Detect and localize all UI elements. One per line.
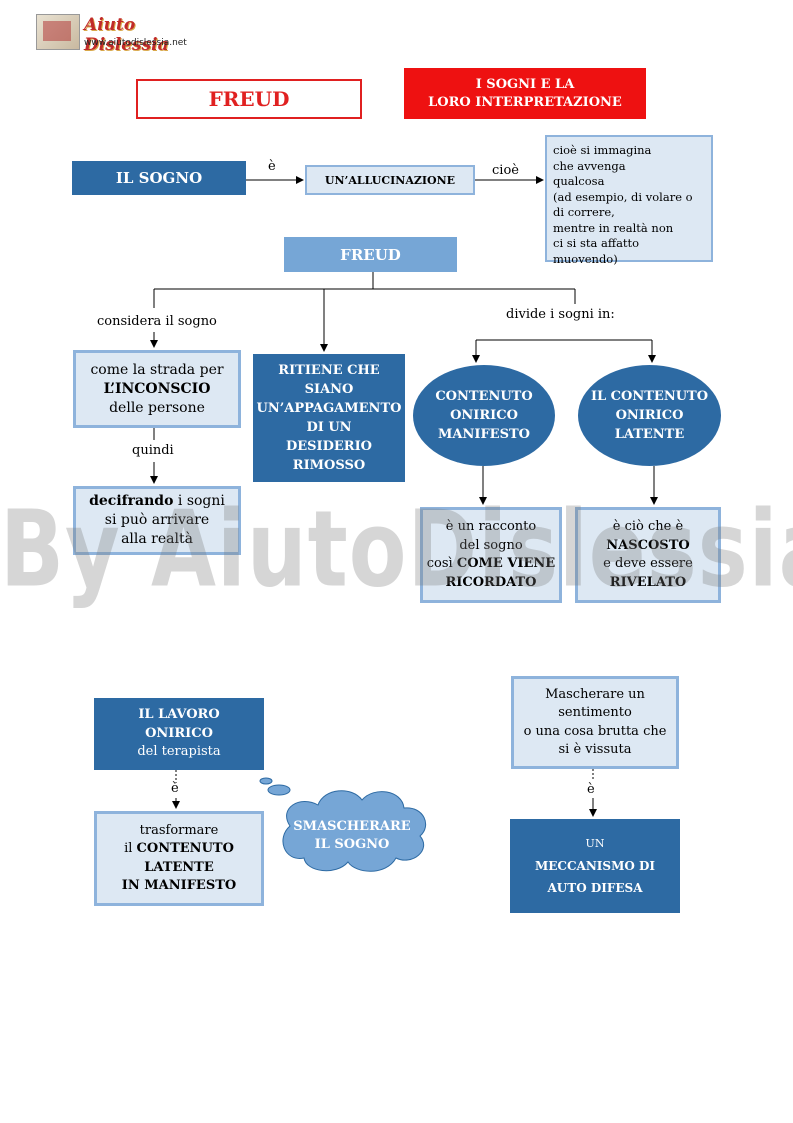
racconto-line-3: così xyxy=(426,556,457,571)
nascosto-line-4: RIVELATO xyxy=(609,574,687,590)
node-trasformare: trasformare il CONTENUTO LATENTE IN MANI… xyxy=(94,811,264,906)
lavoro-line-3: del terapista xyxy=(137,744,221,760)
trasf-line-2a: il xyxy=(124,841,137,856)
strada-line-2: L’INCONSCIO xyxy=(103,380,211,397)
trasf-line-1: trasformare xyxy=(139,822,219,838)
mecc-line-1: UN xyxy=(585,837,605,850)
node-decifrando: decifrando i sogni si può arrivare alla … xyxy=(73,486,241,555)
strada-line-3: delle persone xyxy=(109,399,205,416)
cloud-line-1: SMASCHERARE xyxy=(293,819,411,834)
label-divide: divide i sogni in: xyxy=(506,307,615,322)
subtitle-line-1: I SOGNI E LA xyxy=(475,76,575,92)
label-quindi: quindi xyxy=(132,443,174,458)
node-meccanismo: UN MECCANISMO DI AUTO DIFESA xyxy=(510,819,680,913)
racconto-line-3b: COME VIENE xyxy=(456,556,556,571)
cloud-text: SMASCHERARE IL SOGNO xyxy=(290,812,414,860)
node-lavoro-onirico: IL LAVORO ONIRICO del terapista xyxy=(94,698,264,770)
racconto-line-2: del sogno xyxy=(459,537,523,553)
ritiene-line-6: RIMOSSO xyxy=(292,458,366,473)
trasf-line-2b: CONTENUTO xyxy=(136,841,234,856)
node-mascherare: Mascherare un sentimento o una cosa brut… xyxy=(511,676,679,769)
trasf-line-4: IN MANIFESTO xyxy=(121,878,237,893)
label-e: è xyxy=(268,159,276,174)
ritiene-line-2: SIANO xyxy=(304,382,354,397)
lavoro-line-1: IL LAVORO xyxy=(138,707,220,723)
mecc-line-3: AUTO DIFESA xyxy=(547,881,643,895)
logo-image xyxy=(36,14,80,50)
node-nascosto: è ciò che è NASCOSTO e deve essere RIVEL… xyxy=(575,507,721,603)
mecc-line-2: MECCANISMO DI xyxy=(534,859,656,873)
strada-line-1: come la strada per xyxy=(90,361,224,378)
masch-line-4: si è vissuta xyxy=(558,742,632,757)
page-title: FREUD xyxy=(136,79,362,119)
label-considera: considera il sogno xyxy=(97,314,217,329)
lavoro-line-2: ONIRICO xyxy=(145,725,213,741)
label-e-left: è xyxy=(171,781,179,796)
decif-line-2: si può arrivare xyxy=(104,512,210,528)
masch-line-2: sentimento xyxy=(558,705,632,720)
masch-line-1: Mascherare un xyxy=(545,686,645,702)
nascosto-line-1: è ciò che è xyxy=(612,519,684,534)
latente-line-1: IL CONTENUTO xyxy=(590,389,709,404)
label-cioe: cioè xyxy=(492,163,519,178)
node-racconto: è un racconto del sogno così COME VIENE … xyxy=(420,507,562,603)
logo-title: Aiuto Dislessia xyxy=(84,15,169,55)
label-e-right: è xyxy=(587,782,595,797)
decif-bold: decifrando xyxy=(89,493,174,509)
subtitle-box: I SOGNI E LA LORO INTERPRETAZIONE xyxy=(404,68,646,119)
logo-url: www.aiutodislessia.net xyxy=(84,38,187,48)
racconto-line-4: RICORDATO xyxy=(445,574,537,590)
trasf-line-3: LATENTE xyxy=(144,859,214,875)
node-contenuto-manifesto: CONTENUTO ONIRICO MANIFESTO xyxy=(413,365,555,466)
masch-line-3: o una cosa brutta che xyxy=(523,723,667,739)
manifesto-line-1: CONTENUTO xyxy=(435,389,533,404)
cloud-bubble-small xyxy=(259,777,273,785)
node-freud: FREUD xyxy=(284,237,457,272)
cloud-line-2: IL SOGNO xyxy=(314,837,390,852)
racconto-line-1: è un racconto xyxy=(445,519,537,534)
ritiene-line-5: DESIDERIO xyxy=(285,439,373,454)
nascosto-line-3: e deve essere xyxy=(603,556,693,571)
ritiene-line-4: DI UN xyxy=(306,420,352,435)
manifesto-line-2: ONIRICO xyxy=(450,408,518,423)
latente-line-2: ONIRICO xyxy=(615,408,684,423)
manifesto-line-3: MANIFESTO xyxy=(438,427,530,442)
node-contenuto-latente: IL CONTENUTO ONIRICO LATENTE xyxy=(578,365,721,466)
node-il-sogno: IL SOGNO xyxy=(72,161,246,195)
decif-line-3: alla realtà xyxy=(121,531,193,547)
cloud-bubble-mid xyxy=(267,784,291,796)
logo: Aiuto Dislessia www.aiutodislessia.net xyxy=(36,14,196,55)
node-strada-inconscio: come la strada per L’INCONSCIO delle per… xyxy=(73,350,241,428)
nascosto-line-2: NASCOSTO xyxy=(606,537,690,553)
ritiene-line-3: UN’APPAGAMENTO xyxy=(256,401,402,416)
decif-line-1: i sogni xyxy=(173,493,225,509)
thought-cloud xyxy=(282,790,426,872)
node-explanation: cioè si immagina che avvenga qualcosa (a… xyxy=(545,135,713,266)
node-ritiene: RITIENE CHE SIANO UN’APPAGAMENTO DI UN D… xyxy=(253,354,405,482)
latente-line-3: LATENTE xyxy=(614,427,685,442)
ritiene-line-1: RITIENE CHE xyxy=(278,363,380,378)
node-allucinazione: UN’ALLUCINAZIONE xyxy=(305,165,475,195)
subtitle-line-2: LORO INTERPRETAZIONE xyxy=(428,94,622,110)
